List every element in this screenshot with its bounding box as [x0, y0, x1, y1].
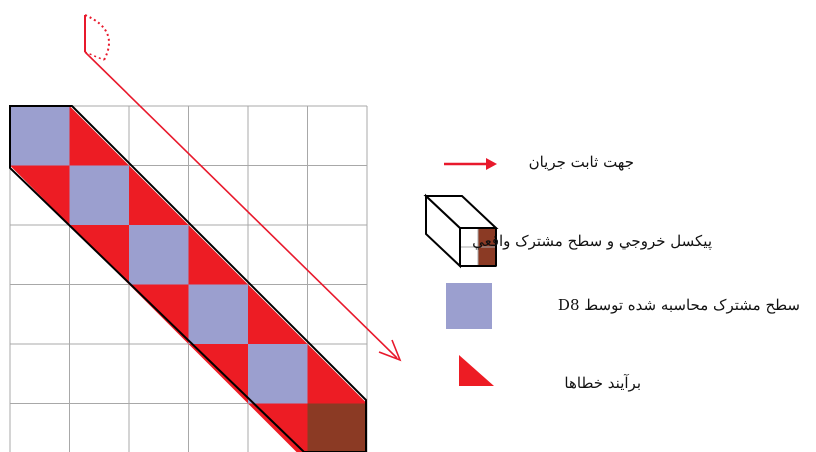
diagonal-cells: [10, 106, 367, 452]
d8-common-surface-cell: [69, 165, 129, 225]
flow-band-outline: [9, 105, 367, 452]
error-triangle-upper: [248, 284, 308, 344]
legend-error-sum-label: برآيند خطاها: [564, 374, 641, 392]
d8-common-surface-cell: [188, 284, 248, 344]
error-triangle-lower: [188, 344, 248, 404]
legend-outlet-pixel-label: پيکسل خروجي و سطح مشترک واقعي: [472, 232, 712, 250]
error-triangle-upper: [307, 344, 367, 404]
error-triangle-lower: [129, 284, 189, 344]
legend-error-icon: [459, 355, 494, 386]
outlet-pixel-cell: [307, 403, 367, 452]
error-triangle-upper: [129, 165, 189, 225]
d8-common-surface-cell: [10, 106, 70, 166]
legend-flow-direction-label: جهت ثابت جريان: [528, 153, 634, 171]
error-triangle-upper: [69, 106, 129, 166]
error-triangle-upper: [188, 225, 248, 285]
legend-outlet-pixel-icon: [423, 193, 499, 269]
d8-common-surface-cell: [248, 344, 308, 404]
legend-arrow-icon: [444, 158, 497, 170]
legend-d8-surface-label: سطح مشترک محاسبه شده توسط D8: [557, 296, 800, 314]
legend-d8-surface-icon: [446, 283, 492, 329]
flow-start-marker: [84, 14, 110, 61]
flow-arrow: [84, 51, 402, 362]
d8-common-surface-cell: [129, 225, 189, 285]
